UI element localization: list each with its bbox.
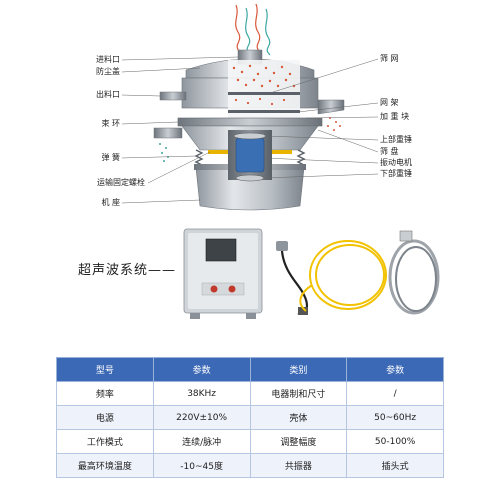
label-spring: 弹 簧 <box>101 153 120 162</box>
table-cell: 最高环境温度 <box>56 453 154 478</box>
label-upper-weight: 上部重锤 <box>380 135 412 144</box>
table-cell: 连续/脉冲 <box>152 429 251 454</box>
screen-mesh <box>228 92 300 95</box>
table-cell: 共振器 <box>249 453 348 478</box>
table-cell: 50~60Hz <box>346 405 444 430</box>
table-header-row: 型号 参数 类别 参数 <box>56 357 444 382</box>
vibration-motor <box>235 137 265 173</box>
feed-stream-lines <box>235 3 271 56</box>
header-parameter-2: 参数 <box>346 357 444 382</box>
leader-lines <box>121 56 379 204</box>
table-cell: 壳体 <box>249 405 348 430</box>
table-cell: 插头式 <box>346 453 444 478</box>
ultrasonic-controller <box>183 228 263 319</box>
table-cell: / <box>346 381 444 406</box>
label-feed-inlet: 进料口 <box>96 55 120 64</box>
controller-knob-left <box>210 285 218 293</box>
label-weight-block: 加 重 块 <box>380 112 410 121</box>
spec-table: 型号 参数 类别 参数 频率 38KHz 电器制和尺寸 / 电源 220V±10… <box>56 357 444 478</box>
table-row: 频率 38KHz 电器制和尺寸 / <box>56 381 444 406</box>
table-cell: 调整幅度 <box>249 429 348 454</box>
upper-weight <box>233 132 267 140</box>
yellow-cable-coil <box>299 240 387 312</box>
fine-particles-left <box>159 143 169 162</box>
screen-frame <box>228 110 300 113</box>
label-lower-weight: 下部重锤 <box>380 169 412 178</box>
lower-weight <box>235 174 265 182</box>
label-screen-frame: 网 架 <box>380 98 399 107</box>
table-row: 电源 220V±10% 壳体 50~60Hz <box>56 405 444 430</box>
table-cell: 频率 <box>56 381 154 406</box>
header-parameter: 参数 <box>152 357 251 382</box>
table-cell: 220V±10% <box>152 405 251 430</box>
table-cell: -10~45度 <box>152 453 251 478</box>
lower-outlet <box>153 127 183 139</box>
label-base: 机 座 <box>101 198 120 207</box>
header-category: 类别 <box>249 357 348 382</box>
machine-base <box>195 167 305 211</box>
table-cell: 50-100% <box>346 429 444 454</box>
table-cell: 工作模式 <box>56 429 154 454</box>
controller-knob-right <box>228 285 236 293</box>
table-cell: 38KHz <box>152 381 251 406</box>
clamp-ring <box>177 117 323 127</box>
label-clamp-ring: 束 环 <box>101 119 120 128</box>
header-model: 型号 <box>56 357 154 382</box>
label-sieve-pan: 筛 盘 <box>380 147 399 156</box>
discharge-outlet <box>159 91 187 101</box>
ultrasonic-components <box>183 228 440 319</box>
sieve-machine-diagram <box>121 3 379 211</box>
controller-display <box>205 238 237 262</box>
fine-particles-right <box>327 117 341 131</box>
label-discharge-outlet: 出料口 <box>96 90 120 99</box>
table-cell: 电源 <box>56 405 154 430</box>
label-screen-mesh: 筛 网 <box>380 54 399 63</box>
material-particles <box>232 64 296 106</box>
table-row: 最高环境温度 -10~45度 共振器 插头式 <box>56 453 444 478</box>
label-transport-bolt: 运输固定螺栓 <box>97 178 145 187</box>
table-cell: 电器制和尺寸 <box>249 381 348 406</box>
ultrasonic-system-title: 超声波系统—— <box>78 263 177 278</box>
braided-cable-coil <box>388 230 440 315</box>
right-discharge-chute <box>317 99 345 115</box>
label-dust-cover: 防尘盖 <box>96 67 120 76</box>
table-row: 工作模式 连续/脉冲 调整幅度 50-100% <box>56 429 444 454</box>
ultrasonic-transducer <box>276 241 308 315</box>
label-vibration-motor: 振动电机 <box>380 158 412 167</box>
